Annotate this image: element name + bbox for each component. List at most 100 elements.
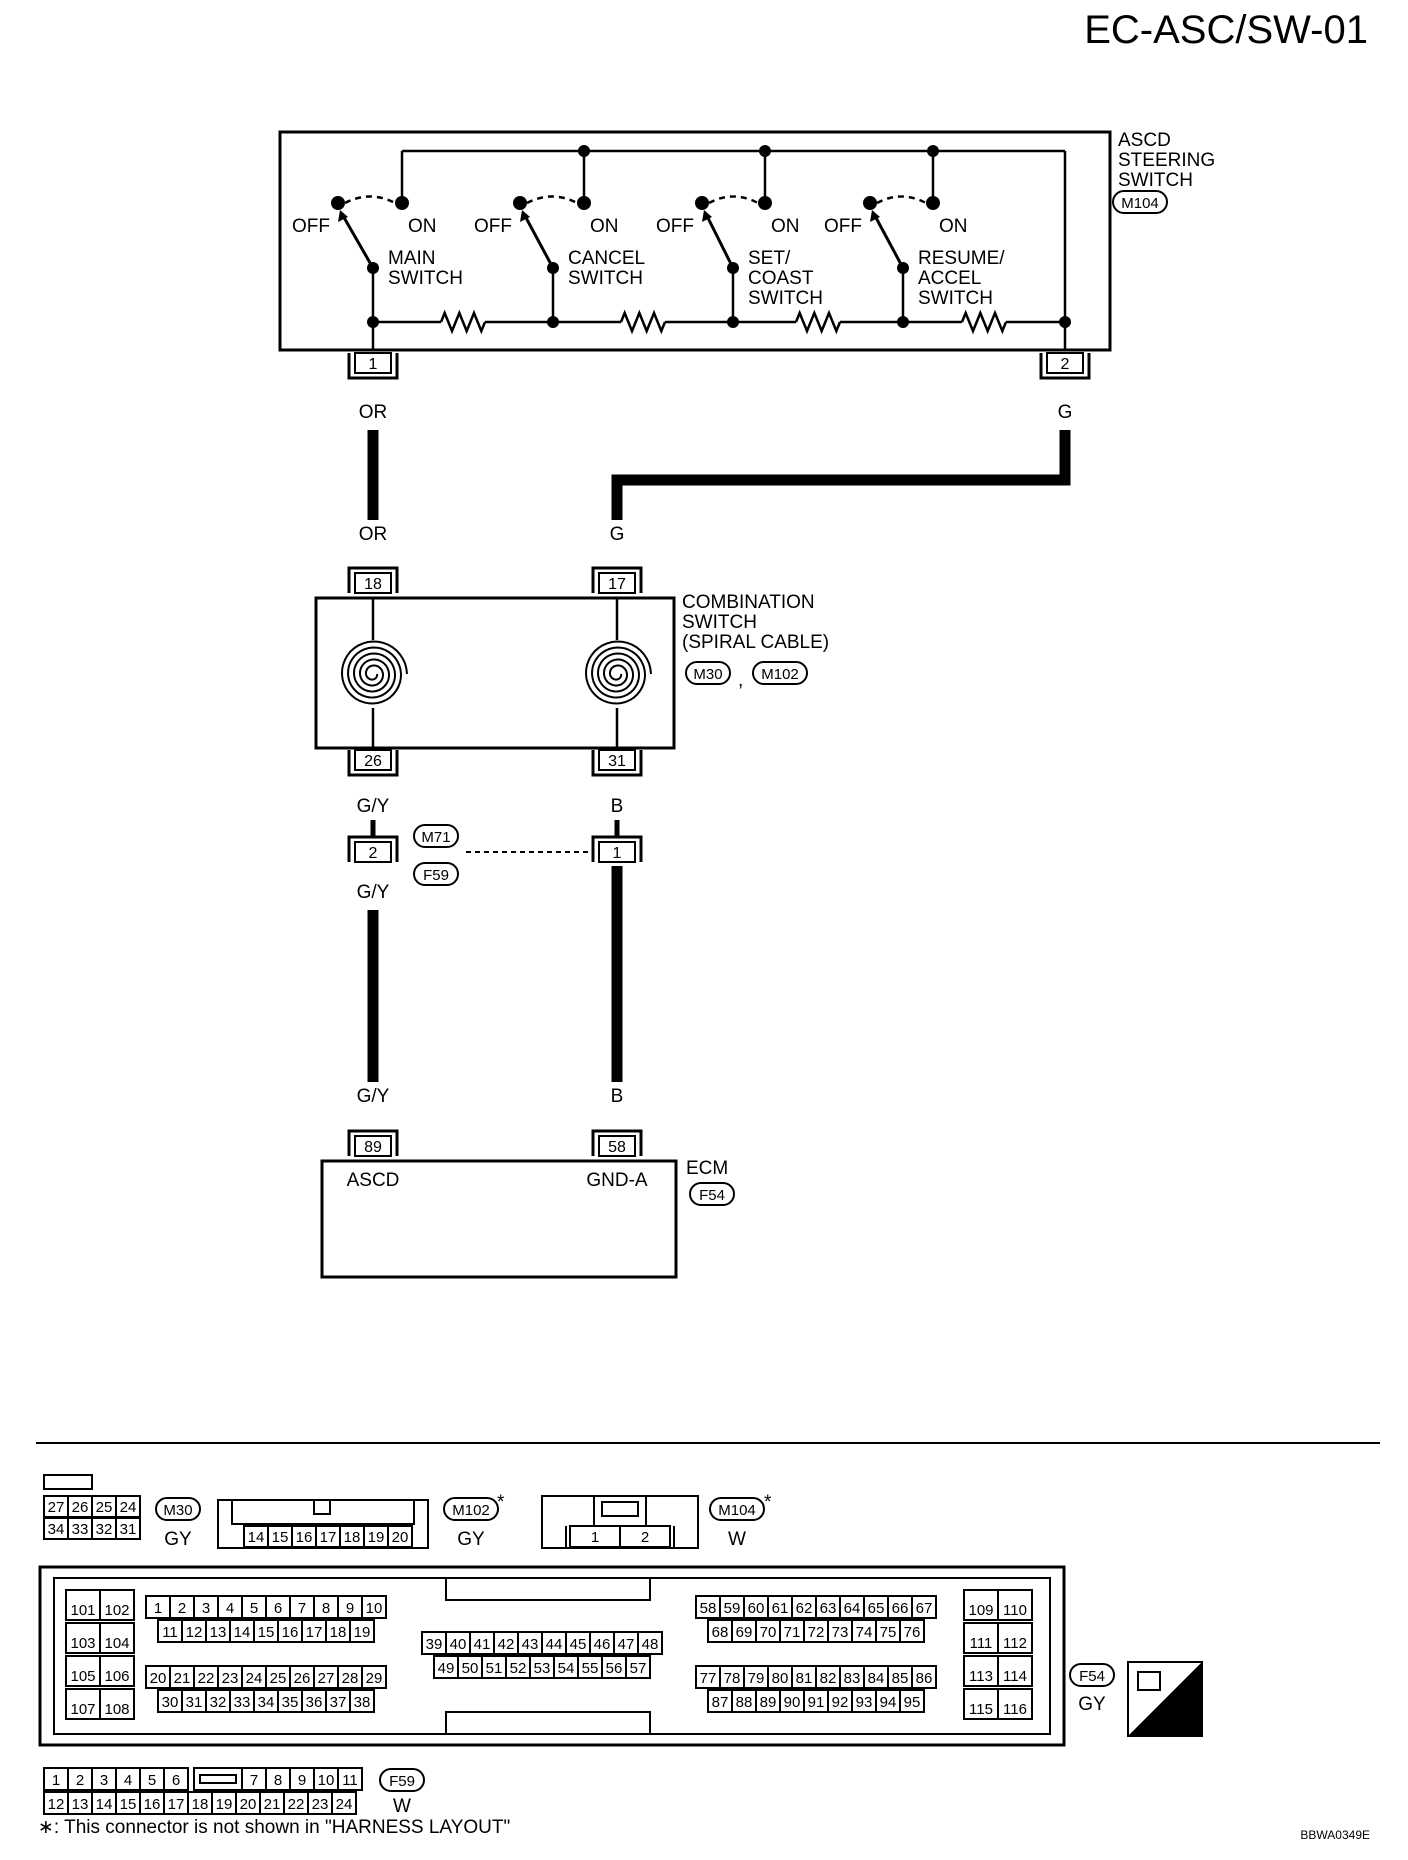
f54-pin: 67 xyxy=(916,1600,933,1617)
f54-left-cell xyxy=(65,1688,101,1720)
f54-pin: 19 xyxy=(354,1624,371,1641)
f54-pin: 49 xyxy=(438,1660,455,1677)
combination-switch-box xyxy=(314,596,676,750)
f59-pin: 3 xyxy=(100,1772,108,1789)
f54-pin: 40 xyxy=(450,1636,467,1653)
f54-pin: 88 xyxy=(736,1694,753,1711)
f54-pin: 41 xyxy=(474,1636,491,1653)
f54-pin: 30 xyxy=(162,1694,179,1711)
f54-pin: 80 xyxy=(772,1670,789,1687)
f54-pin: 34 xyxy=(258,1694,275,1711)
joint-connector-m71-oval xyxy=(413,824,459,848)
f54-cell xyxy=(899,1619,925,1643)
switch-link-dashed xyxy=(708,195,759,205)
f59-pin: 11 xyxy=(342,1772,358,1789)
ecm-pin89-pin-box xyxy=(354,1135,392,1157)
f54-left-cell xyxy=(65,1655,101,1687)
resistor-symbol xyxy=(619,309,667,335)
f54-connector-oval xyxy=(1069,1663,1115,1687)
f54-cell xyxy=(899,1689,925,1713)
f54-pin: 52 xyxy=(510,1660,527,1677)
f54-pin: 38 xyxy=(354,1694,371,1711)
switch-link-dashed xyxy=(344,195,396,205)
f54-pin: 77 xyxy=(700,1670,717,1687)
f54-pin: 79 xyxy=(748,1670,765,1687)
switch-on-contact xyxy=(395,196,409,210)
ascd-switch-connector-oval xyxy=(1112,190,1168,214)
f54-left-pin: 108 xyxy=(104,1701,129,1718)
joint-pin1-pin-box xyxy=(598,841,636,863)
joint-connector-f59-oval xyxy=(413,862,459,886)
f54-pin: 61 xyxy=(772,1600,789,1617)
wire-color-or-in: OR xyxy=(359,524,388,545)
switch-name-line: SET/ xyxy=(748,248,791,269)
switch-name-line: ACCEL xyxy=(918,268,981,289)
f54-pin: 64 xyxy=(844,1600,861,1617)
f54-pin: 68 xyxy=(712,1624,729,1641)
switch-link-dashed xyxy=(876,195,927,205)
f59-cell xyxy=(337,1767,363,1791)
f54-pin: 74 xyxy=(856,1624,873,1641)
switch-arm xyxy=(704,213,735,269)
f54-right-pin: 115 xyxy=(969,1701,993,1718)
f54-pin: 14 xyxy=(234,1624,251,1641)
switch-arm xyxy=(340,213,375,269)
f54-pin: 69 xyxy=(736,1624,753,1641)
m30-connector-oval xyxy=(155,1497,201,1521)
m102-housing xyxy=(217,1499,429,1549)
m104-pin: 1 xyxy=(591,1529,599,1546)
f54-pin: 60 xyxy=(748,1600,765,1617)
m30-pin: 24 xyxy=(120,1499,137,1516)
switch-name-line: SWITCH xyxy=(568,268,643,289)
f54-left-cell xyxy=(65,1589,101,1621)
f59-pin: 24 xyxy=(336,1796,353,1813)
f54-pin: 7 xyxy=(298,1600,306,1617)
ascd-steering-switch-box xyxy=(278,130,1112,352)
f54-color: GY xyxy=(1078,1694,1106,1715)
wire-color-or: OR xyxy=(359,402,388,423)
page-title: EC-ASC/SW-01 xyxy=(1084,8,1368,52)
m30-pin: 25 xyxy=(96,1499,113,1516)
f54-pin: 84 xyxy=(868,1670,885,1687)
switch-off-contact xyxy=(331,196,345,210)
f54-pin: 23 xyxy=(222,1670,239,1687)
resistor-symbol xyxy=(794,309,842,335)
f54-right-cell xyxy=(963,1622,999,1654)
comb-pin18-pin-number: 18 xyxy=(364,576,382,593)
f59-pin: 5 xyxy=(148,1772,156,1789)
f54-pin: 39 xyxy=(426,1636,443,1653)
f59-pin: 21 xyxy=(264,1796,281,1813)
drawing-code: BBWA0349E xyxy=(1300,1828,1370,1842)
f54-pin: 28 xyxy=(342,1670,359,1687)
m102-pin: 15 xyxy=(272,1529,289,1546)
comb-pin31-pin-number: 31 xyxy=(608,753,626,770)
m102-inner xyxy=(231,1500,415,1525)
f54-right-pin: 114 xyxy=(1003,1668,1027,1685)
f54-right-pin: 116 xyxy=(1003,1701,1027,1718)
combination-switch-name-line: (SPIRAL CABLE) xyxy=(682,632,829,653)
f54-cell xyxy=(911,1665,937,1689)
ecm-pin58-pin-number: 58 xyxy=(608,1139,626,1156)
f54-pin: 71 xyxy=(784,1624,801,1641)
switch-on-contact xyxy=(577,196,591,210)
switch-arm xyxy=(872,213,905,269)
wire-color-b-ecm: B xyxy=(611,1086,624,1107)
f54-pin: 73 xyxy=(832,1624,849,1641)
m104-pin: 2 xyxy=(641,1529,649,1546)
ascd-pin2-pin-box xyxy=(1046,352,1084,374)
f54-pin: 2 xyxy=(178,1600,186,1617)
f54-pin: 8 xyxy=(322,1600,330,1617)
f54-pin: 4 xyxy=(226,1600,234,1617)
ascd-switch-name-line: SWITCH xyxy=(1118,170,1193,191)
f54-pin: 42 xyxy=(498,1636,515,1653)
f54-pin: 48 xyxy=(642,1636,659,1653)
ascd-pin1-pin-box xyxy=(354,352,392,374)
ascd-switch-connector-label: M104 xyxy=(1121,195,1159,212)
f54-pin: 45 xyxy=(570,1636,587,1653)
f54-pin: 78 xyxy=(724,1670,741,1687)
f59-connector-label: F59 xyxy=(389,1773,415,1790)
joint-pin2-pin-number: 2 xyxy=(369,845,378,862)
f59-pin: 10 xyxy=(318,1772,335,1789)
f54-left-pin: 102 xyxy=(104,1602,129,1619)
